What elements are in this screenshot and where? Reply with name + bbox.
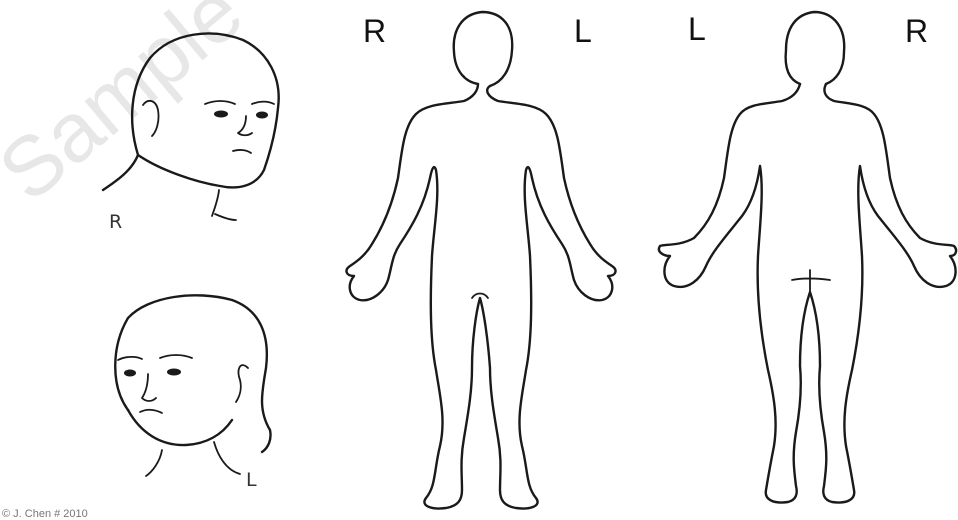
back-left-label: L [688, 11, 706, 47]
front-body-outline [347, 12, 616, 509]
eye-right [124, 370, 136, 377]
eyebrow-left [252, 102, 274, 104]
head-right-label: R [109, 211, 122, 233]
eyebrow-right [118, 357, 142, 360]
back-right-label: R [905, 13, 928, 49]
nose [142, 374, 156, 401]
nose [238, 116, 252, 135]
front-body [347, 84, 616, 509]
eye-left [167, 369, 181, 376]
head-left-profile [115, 295, 270, 476]
front-head [454, 12, 512, 86]
eye-right [214, 111, 228, 118]
ear [236, 365, 248, 402]
eyebrow-right [205, 101, 235, 104]
back-gluteal-line [792, 270, 830, 292]
back-body [659, 84, 956, 503]
head-left-label: L [246, 469, 257, 491]
front-left-label: L [574, 13, 592, 49]
eyebrow-left [160, 355, 192, 358]
front-right-label: R [363, 13, 386, 49]
back-body-outline [659, 12, 956, 503]
eye-left [256, 112, 268, 119]
back-head [786, 12, 845, 84]
neck [212, 190, 236, 220]
mouth [140, 410, 162, 413]
credit-line: © J. Chen # 2010 [2, 508, 88, 520]
mouth [233, 150, 251, 153]
neck [146, 442, 240, 476]
